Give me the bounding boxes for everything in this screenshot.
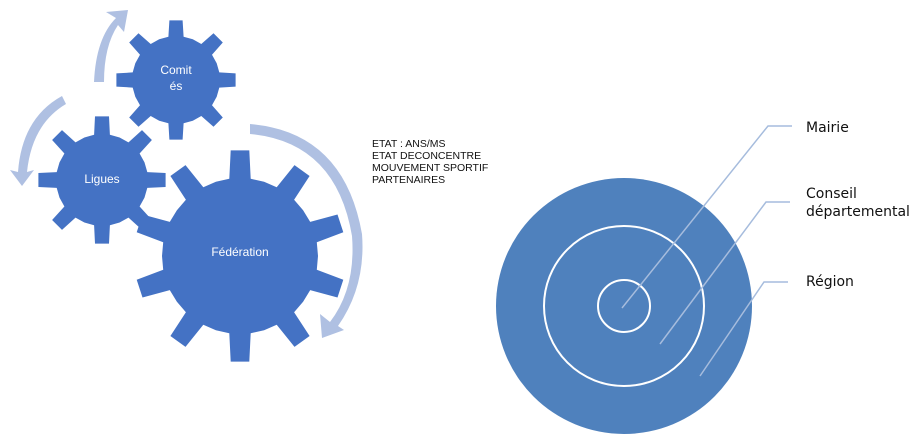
etat-block: ETAT : ANS/MS ETAT DECONCENTRE MOUVEMENT… xyxy=(372,138,488,186)
etat-line-1: ETAT : ANS/MS xyxy=(372,138,446,150)
gear-ligues xyxy=(38,116,166,244)
etat-line-2: ETAT DECONCENTRE xyxy=(372,150,481,162)
leader-line-conseil xyxy=(659,201,790,345)
gears: Comit és Ligues Fédération xyxy=(38,20,344,362)
leader-lines xyxy=(621,125,792,377)
target-middle-ring xyxy=(543,225,705,387)
label-conseil-line2: départemental xyxy=(806,204,910,220)
gear-federation xyxy=(136,150,344,362)
target-labels: Mairie Conseil départemental Région xyxy=(806,120,910,290)
leader-line-region xyxy=(699,281,788,377)
etat-line-3: MOUVEMENT SPORTIF xyxy=(372,162,488,174)
cycle-arrows xyxy=(10,10,363,338)
target-inner-ring xyxy=(597,279,651,333)
etat-line-4: PARTENAIRES xyxy=(372,174,445,186)
curved-arrow-left xyxy=(10,96,66,186)
gear-comites-label-line2: és xyxy=(170,79,183,93)
gear-comites xyxy=(116,20,236,140)
gear-federation-label: Fédération xyxy=(211,245,268,259)
label-conseil-line1: Conseil xyxy=(806,186,857,202)
label-region: Région xyxy=(806,274,854,290)
curved-arrow-right xyxy=(250,124,363,338)
curved-arrow-top xyxy=(94,10,128,82)
label-mairie: Mairie xyxy=(806,120,849,136)
gear-ligues-label: Ligues xyxy=(84,172,119,186)
leader-line-mairie xyxy=(621,125,792,309)
gear-comites-label-line1: Comit xyxy=(160,63,192,77)
